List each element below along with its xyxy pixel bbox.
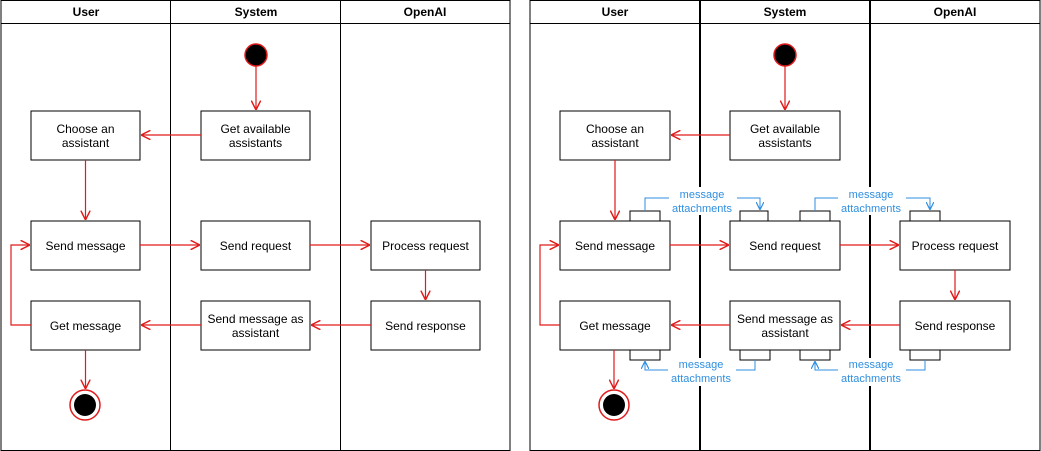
right-node-send-response-label: Send response — [915, 319, 996, 333]
node-send-message — [30, 220, 141, 271]
right-node-send-request — [729, 220, 841, 271]
annotation-upper-right-line2: attachments — [841, 203, 901, 215]
node-get-available-line1: Get available — [220, 122, 290, 136]
annotation-lower-left-line1: message — [679, 359, 724, 371]
right-node-choose-assistant — [559, 110, 671, 161]
node-get-message-label: Get message — [50, 319, 122, 333]
node-choose-assistant-line1: Choose an — [56, 122, 114, 136]
pin-send-message-top — [629, 210, 661, 222]
right-lane-title-system: System — [764, 5, 807, 19]
right-node-send-response — [899, 300, 1011, 351]
annotation-lower-left-line2: attachments — [671, 373, 731, 385]
annotation-upper-left-bg — [669, 187, 737, 215]
node-send-message-label: Send message — [45, 239, 125, 253]
node-send-message-as-assistant-line1: Send message as — [207, 312, 303, 326]
node-get-available-assistants — [200, 110, 311, 161]
right-lane-title-openai: OpenAI — [934, 5, 977, 19]
node-send-request-label: Send request — [220, 239, 292, 253]
node-choose-assistant-line2: assistant — [62, 136, 110, 150]
pin-send-response-bottom — [909, 349, 941, 361]
right-node-send-as-assistant-line1: Send message as — [737, 312, 833, 326]
pin-send-as-assistant-bottom-left — [739, 349, 771, 361]
annotation-lower-right-bg — [838, 358, 906, 386]
right-node-send-message-label: Send message — [575, 239, 655, 253]
right-node-get-available-line1: Get available — [750, 122, 820, 136]
annotation-upper-right-line1: message — [849, 189, 894, 201]
right-node-send-request-label: Send request — [749, 239, 821, 253]
right-node-process-request — [899, 220, 1011, 271]
right-node-get-message — [559, 300, 671, 351]
node-get-message — [30, 300, 141, 351]
pin-send-as-assistant-bottom-right — [799, 349, 831, 361]
right-node-send-message-as-assistant — [729, 300, 841, 351]
right-node-choose-line1: Choose an — [586, 122, 644, 136]
right-node-get-available-line2: assistants — [758, 136, 811, 150]
annotation-upper-left-line2: attachments — [672, 203, 732, 215]
annotation-lower-right-line2: attachments — [841, 373, 901, 385]
pin-send-request-top-right — [799, 210, 831, 222]
right-start-node — [773, 43, 797, 67]
annotation-lower-right-line1: message — [849, 359, 894, 371]
right-flow-loop-get-to-send-message — [539, 245, 560, 326]
right-node-send-as-assistant-line2: assistant — [761, 326, 809, 340]
pin-process-request-top — [909, 210, 941, 222]
right-diagram: User System OpenAI Choose an assistant G… — [529, 0, 1041, 451]
node-send-message-as-assistant-line2: assistant — [232, 326, 280, 340]
node-send-response-label: Send response — [385, 319, 466, 333]
right-end-node-inner — [603, 394, 625, 416]
node-process-request-label: Process request — [382, 239, 469, 253]
pin-send-request-top-left — [739, 210, 769, 222]
annotation-upper-left-line1: message — [680, 189, 725, 201]
end-node-inner — [74, 394, 96, 416]
node-get-available-line2: assistants — [229, 136, 282, 150]
flow-loop-get-to-send-message — [10, 245, 31, 326]
right-lane-title-user: User — [602, 5, 629, 19]
annotation-upper-right-bg — [838, 187, 906, 215]
lane-title-system: System — [235, 5, 278, 19]
node-choose-assistant — [30, 110, 141, 161]
left-diagram: User System OpenAI Choose an assistant G… — [0, 0, 511, 451]
lane-title-user: User — [73, 5, 100, 19]
right-node-choose-line2: assistant — [591, 136, 639, 150]
node-send-request — [200, 220, 311, 271]
right-node-process-request-label: Process request — [912, 239, 999, 253]
start-node — [244, 43, 268, 67]
right-node-get-message-label: Get message — [579, 319, 651, 333]
annotation-lower-left-bg — [668, 358, 736, 386]
lane-title-openai: OpenAI — [404, 5, 447, 19]
right-node-get-available-assistants — [729, 110, 841, 161]
pin-get-message-bottom — [629, 349, 661, 361]
